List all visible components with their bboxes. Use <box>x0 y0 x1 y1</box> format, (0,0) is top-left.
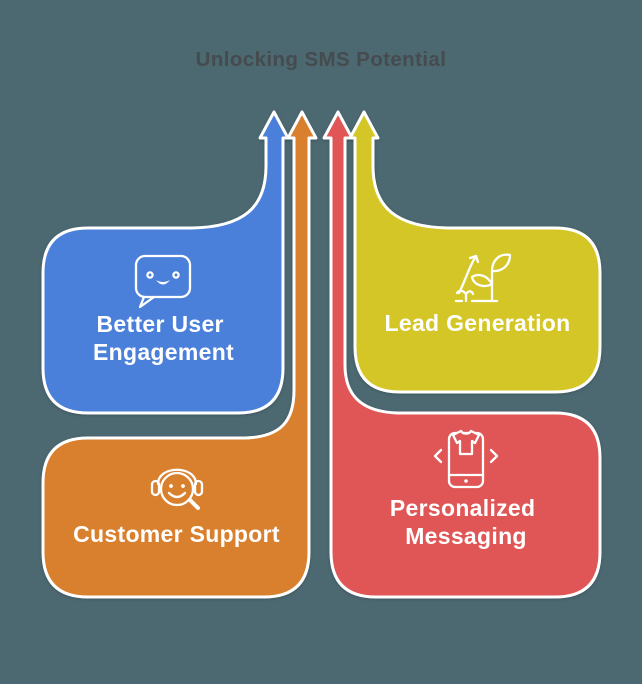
label-lead-generation: Lead Generation <box>385 310 571 336</box>
label-personalized-messaging: Personalized Messaging <box>390 495 542 549</box>
chat-bubble-smiley-icon <box>134 254 192 309</box>
card-customer-support <box>41 110 318 599</box>
label-better-user-engagement: Better User Engagement <box>93 311 234 365</box>
label-customer-support: Customer Support <box>73 521 280 547</box>
card-lead-generation <box>348 110 602 394</box>
card-better-user-engagement <box>41 110 290 415</box>
phone-tshirt-icon <box>433 429 499 489</box>
page-title: Unlocking SMS Potential <box>196 48 447 71</box>
card-personalized-messaging <box>322 110 602 599</box>
headset-smiley-icon <box>150 468 204 510</box>
plant-growth-arrow-icon <box>454 253 512 303</box>
